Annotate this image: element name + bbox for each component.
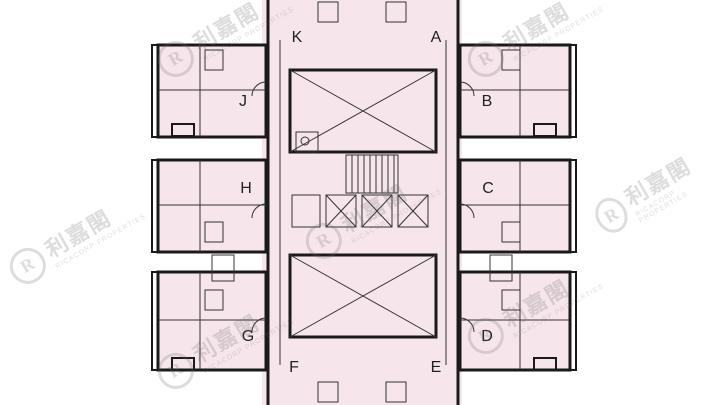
unit-label-j: J xyxy=(239,93,247,110)
unit-label-k: K xyxy=(291,29,303,46)
unit-label-f: F xyxy=(289,359,299,376)
unit-label-h: H xyxy=(240,180,252,197)
unit-label-c: C xyxy=(482,180,494,197)
unit-label-e: E xyxy=(430,359,442,376)
unit-label-g: G xyxy=(241,328,255,345)
unit-label-b: B xyxy=(481,93,493,110)
unit-label-a: A xyxy=(430,29,442,46)
unit-label-d: D xyxy=(481,328,493,345)
